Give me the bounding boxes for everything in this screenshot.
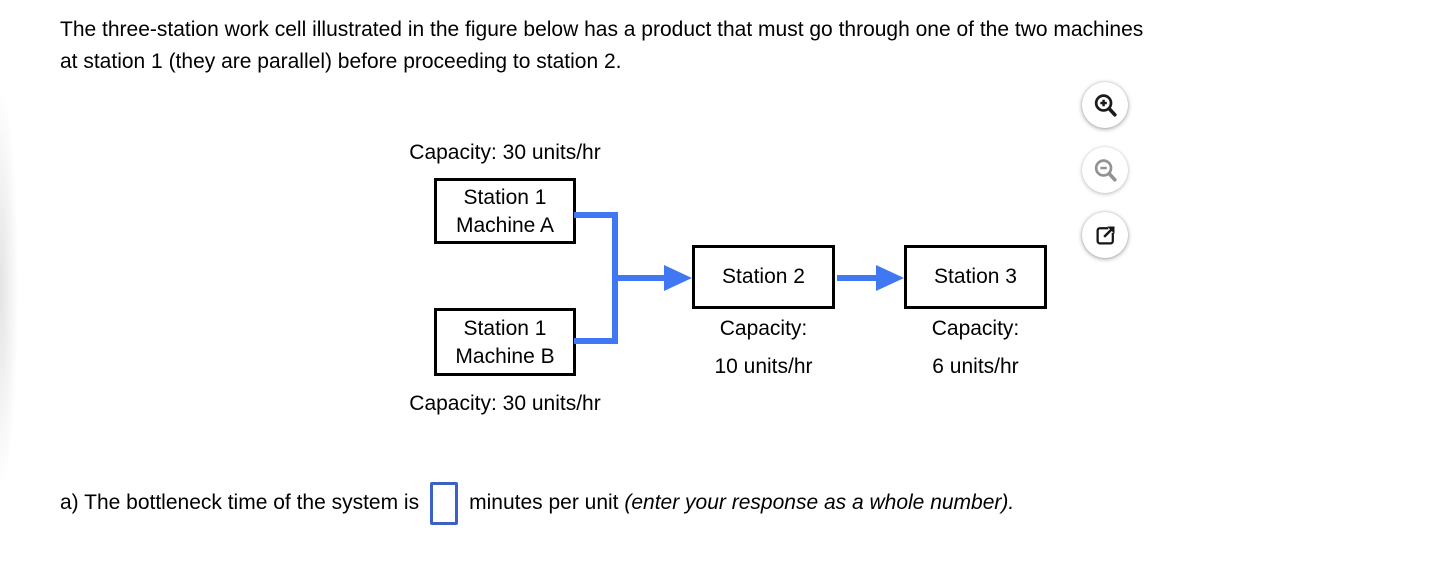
answer-input[interactable] [430, 481, 459, 525]
zoom-in-button[interactable] [1082, 82, 1128, 128]
station3-label: Station 3 [934, 265, 1017, 288]
station2-box: Station 2 [692, 245, 835, 309]
question-a-prefix: a) The bottleneck time of the system is [60, 491, 420, 514]
zoom-in-icon [1094, 93, 1117, 117]
station2-label: Station 2 [722, 265, 805, 288]
station3-capacity-value: 6 units/hr [932, 355, 1019, 378]
arrowhead-to-station2 [664, 265, 692, 291]
station1-machine-a-line2: Machine A [455, 214, 555, 237]
station2-capacity-value: 10 units/hr [714, 355, 813, 378]
station1-machine-b-line2: Machine B [455, 345, 555, 368]
station1-machine-b-line1: Station 1 [463, 317, 547, 340]
open-in-new-window-icon [1096, 226, 1114, 244]
station2-capacity-label: Capacity: [719, 317, 808, 340]
arrowhead-to-station3 [876, 265, 904, 291]
station3-capacity-label: Capacity: [931, 317, 1020, 340]
open-in-new-window-button[interactable] [1082, 212, 1128, 258]
connector-machine-a [574, 212, 618, 218]
question-a-suffix: minutes per unit [469, 491, 625, 514]
station3-box: Station 3 [904, 245, 1047, 309]
connector-machine-b [574, 338, 618, 344]
problem-statement: The three-station work cell illustrated … [60, 14, 1143, 78]
figure-toolbar [1082, 82, 1128, 258]
question-a-suffix-italic: (enter your response as a whole number). [624, 491, 1015, 514]
station1-machine-a-box: Station 1 Machine A [434, 178, 576, 244]
connector-to-station2-shaft [615, 275, 665, 281]
station1-machine-b-box: Station 1 Machine B [434, 308, 576, 376]
zoom-out-icon [1094, 158, 1117, 182]
question-a: a) The bottleneck time of the system is … [60, 480, 1014, 526]
problem-statement-line-1: The three-station work cell illustrated … [60, 18, 1144, 41]
machine-a-capacity-label: Capacity: 30 units/hr [409, 141, 601, 164]
station1-machine-a-line1: Station 1 [463, 186, 547, 209]
zoom-out-button[interactable] [1082, 147, 1128, 193]
problem-statement-line-2: at station 1 (they are parallel) before … [60, 50, 622, 73]
machine-b-capacity-label: Capacity: 30 units/hr [409, 392, 601, 415]
connector-station2-station3-shaft [837, 275, 877, 281]
